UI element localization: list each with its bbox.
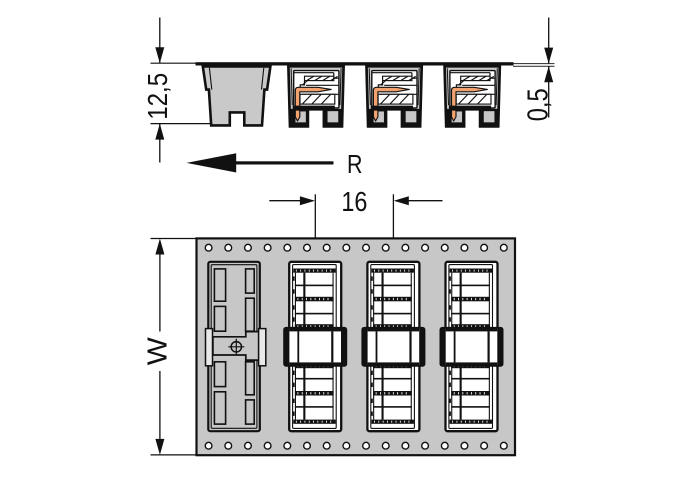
svg-text:12,5: 12,5 bbox=[142, 73, 173, 120]
svg-text:R: R bbox=[347, 149, 363, 179]
svg-text:W: W bbox=[142, 337, 173, 365]
svg-text:0,5: 0,5 bbox=[522, 88, 554, 121]
svg-text:16: 16 bbox=[341, 186, 367, 217]
